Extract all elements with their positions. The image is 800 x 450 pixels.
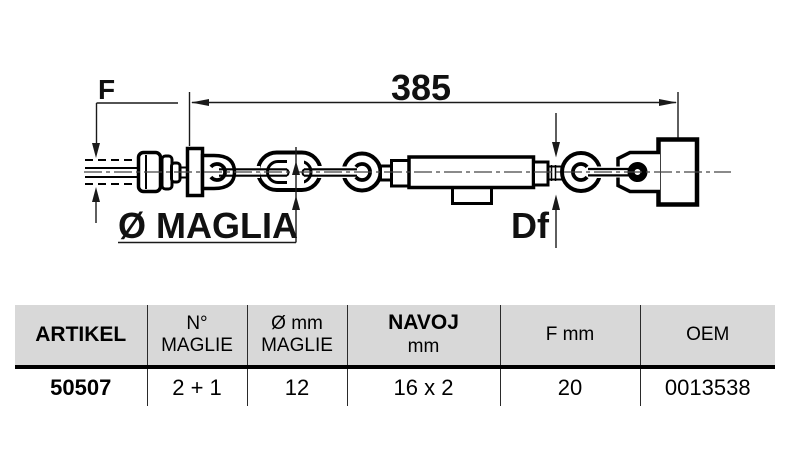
spec-table-data-row: 50507 2 + 1 12 16 x 2 20 0013538 [15,367,775,406]
header-n-maglie-line2: MAGLIE [161,335,233,356]
wire-link-to-eye [304,168,357,177]
header-oem-label: OEM [686,323,730,345]
header-f-mm-label: F mm [545,323,595,345]
header-d-maglie-line1: Ø mm [271,312,323,334]
dim-link-diameter [118,147,300,244]
wire-clevis-to-link [219,168,287,177]
header-d-maglie: Ø mm MAGLIE [246,305,347,369]
clevis-end [185,146,237,198]
header-navoj-line1: NAVOJ [388,311,459,335]
cell-n-maglie: 2 + 1 [146,367,247,406]
cell-d-mm-maglie: 12 [246,367,347,406]
dim-total-length [188,92,679,146]
spec-table-header-row: ARTIKEL N° MAGLIE Ø mm MAGLIE NAVOJ mm F… [15,305,775,369]
stabilizer-chain-drawing: 385 F Ø MAGLIA Df [84,67,731,248]
cell-artikel: 50507 [15,367,147,406]
dim-f [92,102,178,223]
header-n-maglie-line1: N° [186,312,208,334]
cell-f-mm: 20 [499,367,640,406]
header-artikel: ARTIKEL [15,305,147,369]
spec-table: ARTIKEL N° MAGLIE Ø mm MAGLIE NAVOJ mm F… [15,305,775,406]
dim-385-label: 385 [391,67,451,108]
header-n-maglie: N° MAGLIE [146,305,247,369]
cell-oem: 0013538 [639,367,775,406]
header-f-mm: F mm [499,305,640,369]
turnbuckle [379,155,562,205]
dim-df [552,113,560,248]
left-pin [85,159,142,185]
chain-link [219,150,325,192]
turnbuckle-tab [451,187,493,205]
dim-f-label: F [98,74,115,105]
header-navoj: NAVOJ mm [346,305,500,369]
dim-link-diameter-label: Ø MAGLIA [118,205,298,246]
wire-eye-to-fork [588,167,631,177]
header-d-maglie-line2: MAGLIE [261,335,333,356]
dim-df-label: Df [511,205,550,246]
cell-navoj-mm: 16 x 2 [346,367,500,406]
header-artikel-label: ARTIKEL [35,322,127,346]
header-oem: OEM [639,305,775,369]
header-navoj-line2: mm [407,336,440,358]
